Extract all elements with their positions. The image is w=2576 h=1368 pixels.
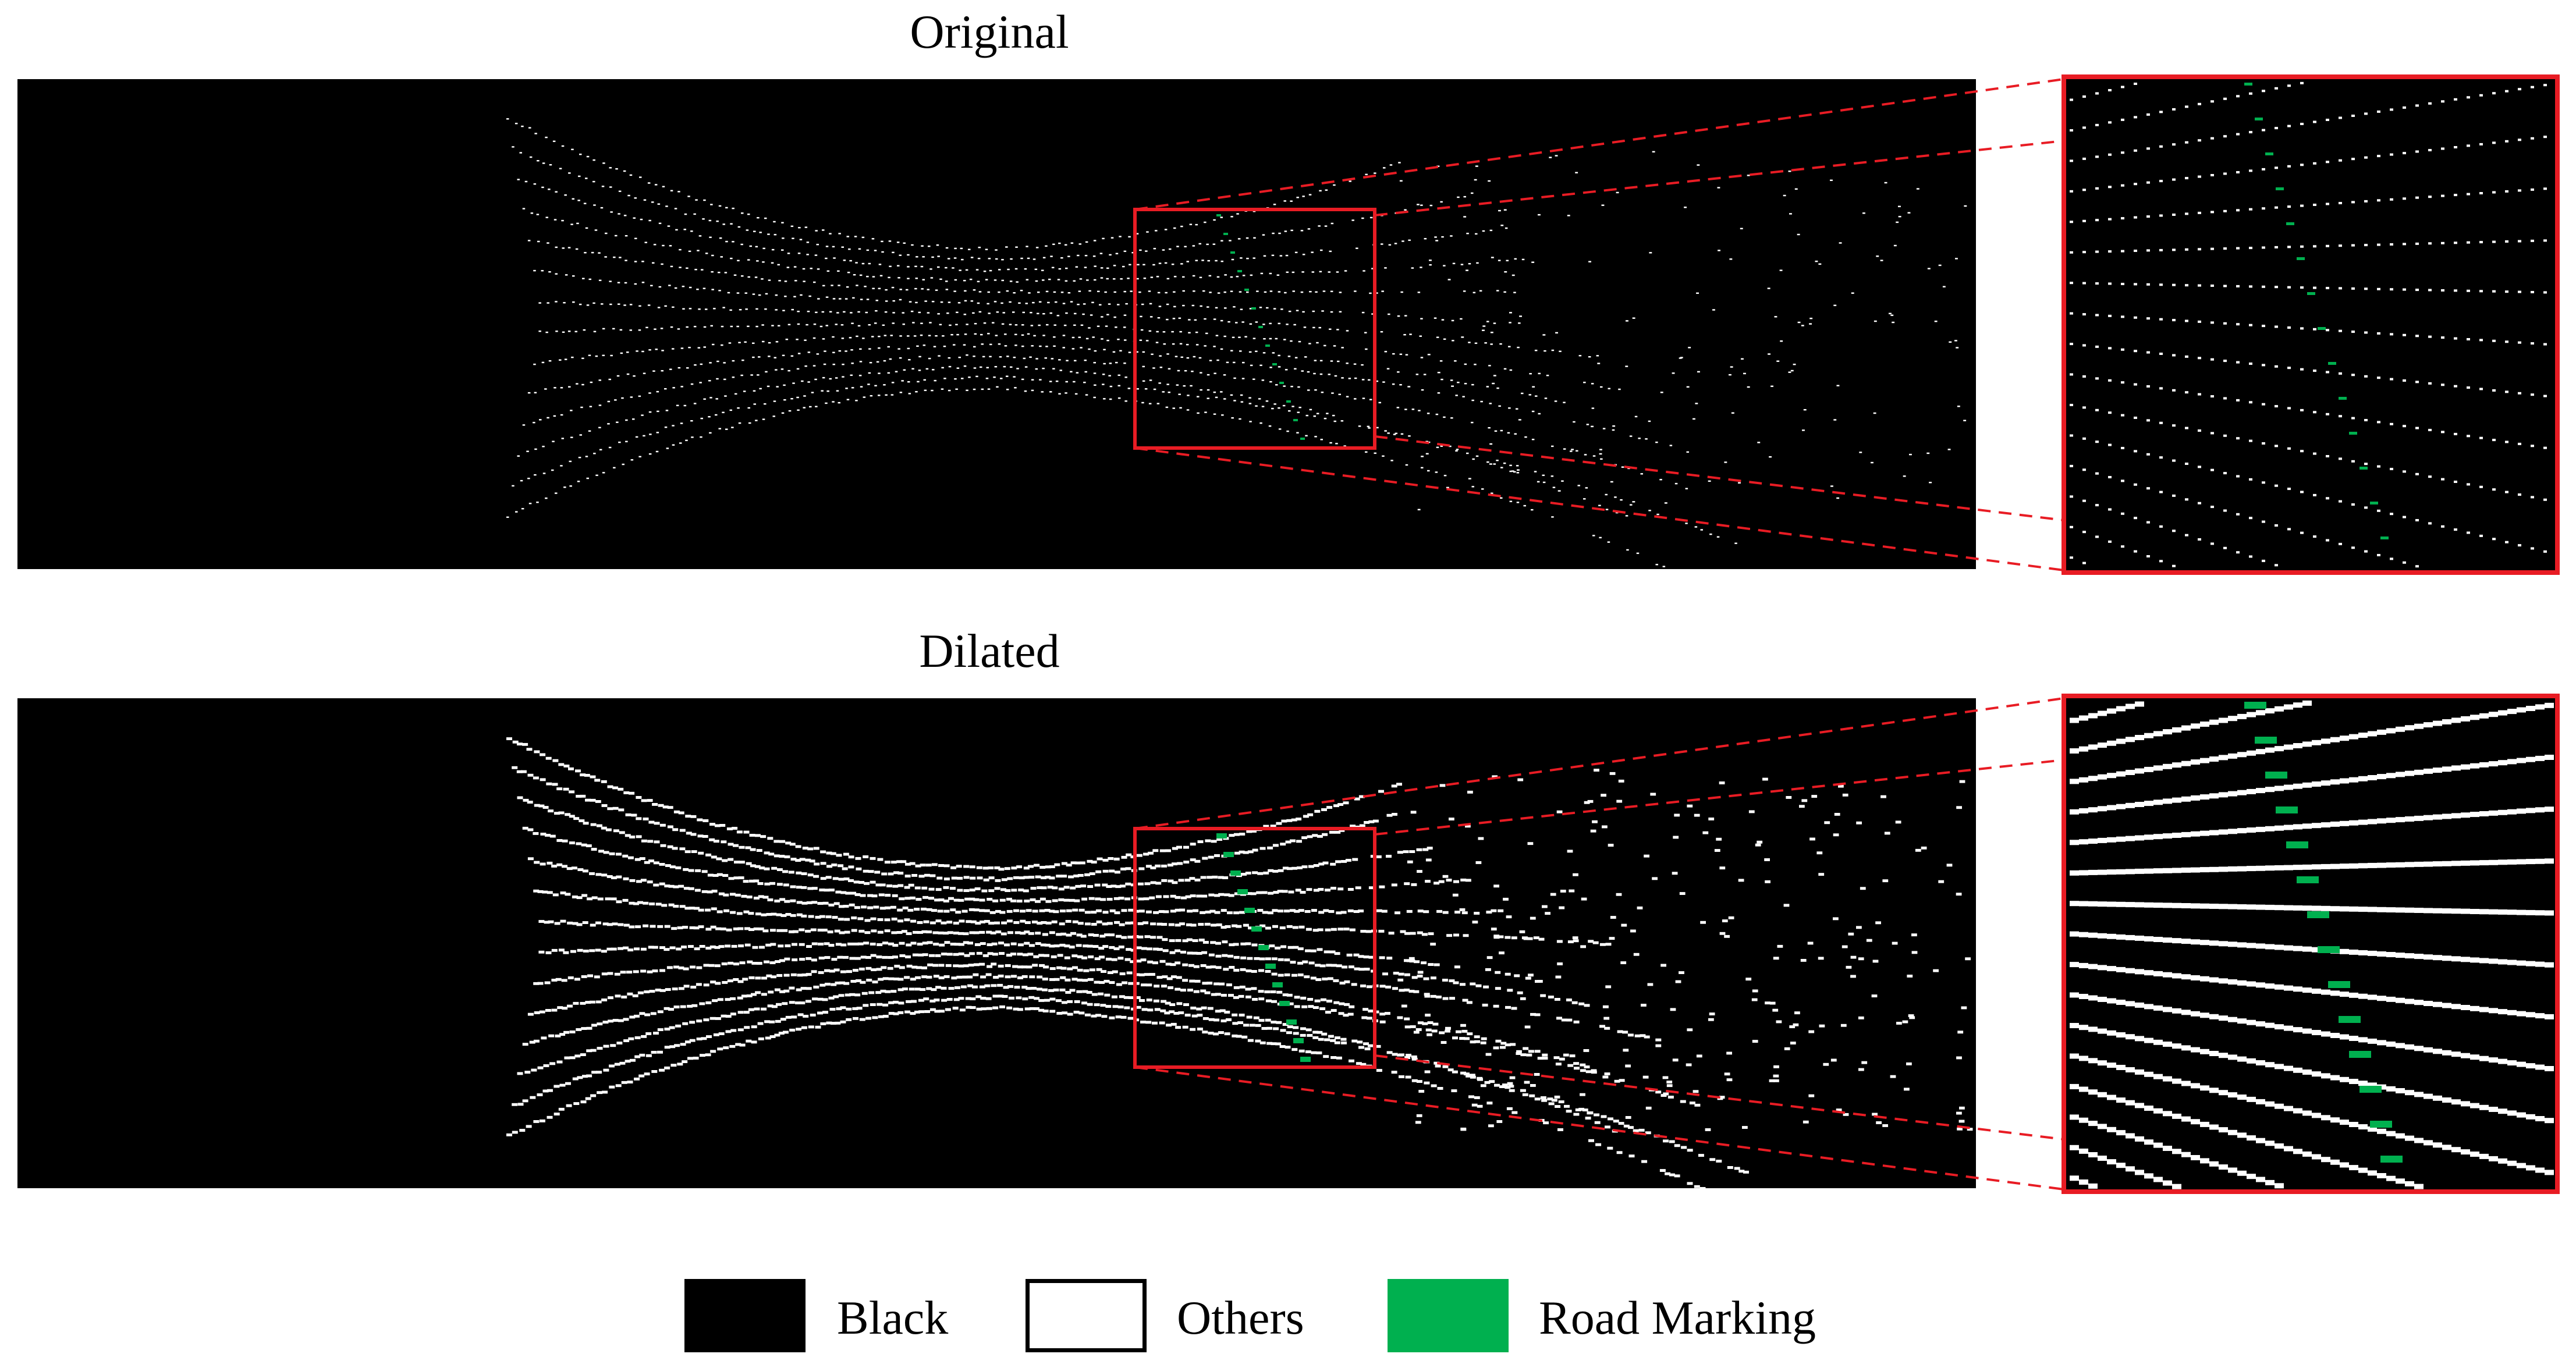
zoom-connector-top-inner	[1374, 140, 2064, 216]
legend: Black Others Road Marking	[0, 1279, 2576, 1355]
original-scan-panel	[17, 74, 2560, 575]
dilated-scan-panel	[17, 694, 2560, 1195]
legend-label-road-marking: Road Marking	[1539, 1291, 1816, 1344]
zoom-inset-points	[2070, 700, 2554, 1189]
road-marking-points	[1216, 833, 1311, 1062]
zoom-connector-bottom-inner	[1374, 435, 2064, 521]
panel-title-dilated: Dilated	[919, 624, 1060, 677]
zoom-connector-top-inner	[1374, 759, 2064, 836]
legend-swatch-road-marking	[1388, 1279, 1509, 1352]
zoom-connector-top-outer	[1134, 78, 2064, 211]
scan-background	[17, 79, 1976, 569]
legend-swatch-black	[684, 1279, 806, 1352]
zoom-connector-bottom-inner	[1374, 1054, 2064, 1140]
point-cloud	[506, 118, 1967, 575]
road-marking-points	[1216, 214, 1305, 440]
zoom-connector-bottom-outer	[1134, 1066, 2064, 1191]
panel-title-original: Original	[910, 5, 1069, 58]
legend-swatch-others	[1026, 1279, 1147, 1352]
zoom-inset	[2061, 74, 2560, 575]
zoom-region-box	[1133, 827, 1376, 1069]
zoom-region-box	[1133, 208, 1376, 450]
point-cloud	[506, 737, 1973, 1195]
legend-label-others: Others	[1177, 1291, 1304, 1344]
zoom-connector-bottom-outer	[1134, 447, 2064, 571]
zoom-connector-top-outer	[1134, 697, 2064, 830]
legend-label-black: Black	[837, 1291, 949, 1344]
zoom-inset-points	[2070, 81, 2547, 568]
